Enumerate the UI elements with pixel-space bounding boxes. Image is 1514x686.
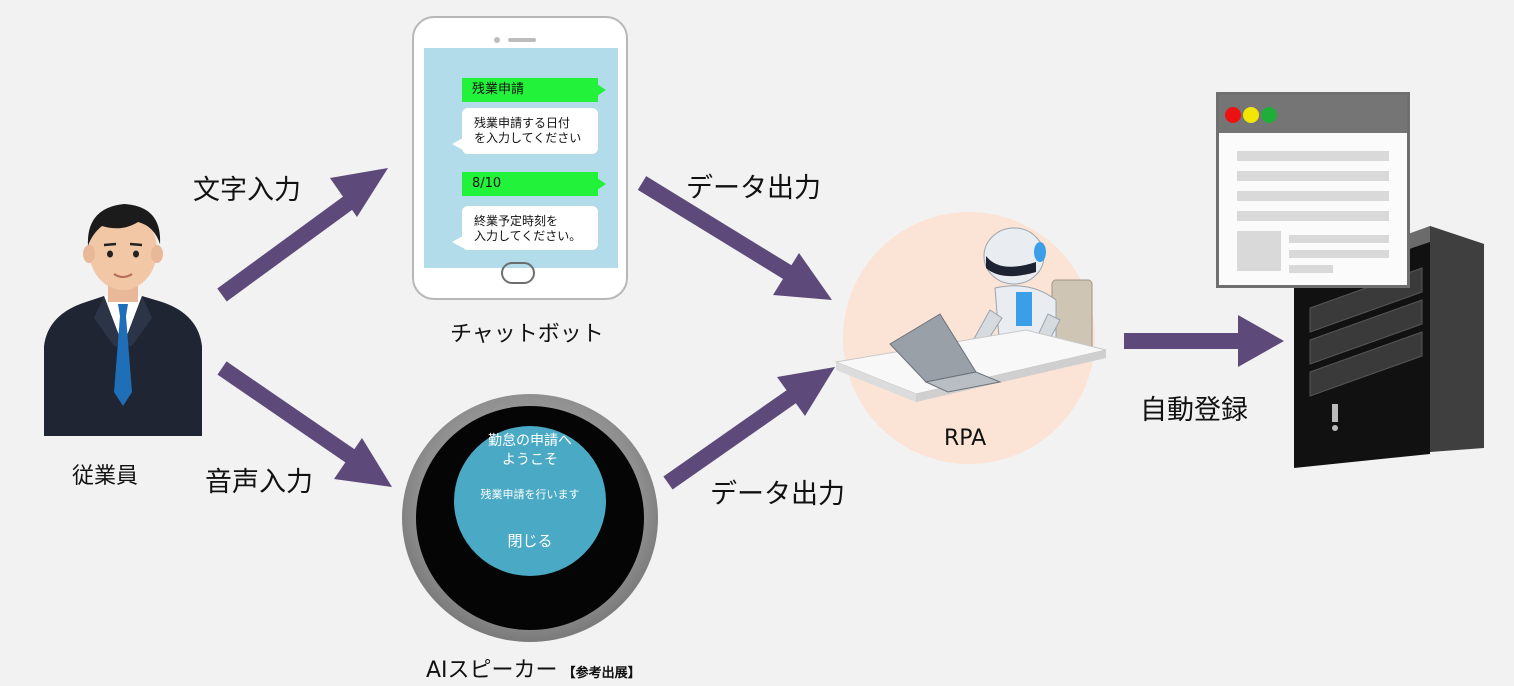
phone-speaker-icon [508, 38, 536, 42]
data-output-bottom-label: データ出力 [710, 479, 845, 510]
businessman-icon [42, 196, 204, 436]
window-line [1289, 265, 1333, 273]
employee-label: 従業員 [72, 464, 139, 489]
smart-speaker-icon: 勤怠の申請へ ようこそ 残業申請を行います 閉じる [402, 394, 658, 642]
window-line [1289, 250, 1389, 258]
camera-icon [494, 37, 500, 43]
smartphone-icon: 残業申請 残業申請する日付 を入力してください 8/10 終業予定時刻を 入力し… [412, 16, 628, 300]
window-line [1237, 191, 1389, 201]
window-line [1237, 151, 1389, 161]
browser-window-icon [1216, 92, 1410, 288]
speaker-welcome-line2: ようこそ [502, 452, 558, 468]
server-tower-icon [1216, 92, 1486, 472]
chat-message-bot-1-line1: 残業申請する日付 [474, 116, 571, 130]
chat-message-user-1: 残業申請 [462, 78, 606, 102]
speaker-message: 残業申請を行います [480, 488, 580, 501]
chat-message-bot-2: 終業予定時刻を 入力してください。 [452, 206, 598, 250]
robot-at-laptop-icon [830, 222, 1110, 422]
window-line [1237, 211, 1389, 221]
data-output-top-label: データ出力 [686, 173, 821, 204]
speaker-close-button[interactable]: 閉じる [507, 532, 553, 550]
speaker-welcome-line1: 勤怠の申請へ [488, 433, 572, 449]
speaker-screen: 勤怠の申請へ ようこそ 残業申請を行います 閉じる [454, 426, 606, 576]
ai-speaker-caption: AIスピーカー 【参考出展】 [426, 652, 641, 684]
chat-screen: 残業申請 残業申請する日付 を入力してください 8/10 終業予定時刻を 入力し… [424, 48, 618, 268]
speaker-welcome: 勤怠の申請へ ようこそ [454, 432, 606, 470]
chat-message-bot-1-line2: を入力してください [474, 131, 582, 145]
window-minimize-dot [1243, 107, 1259, 123]
chat-message-bot-2-line2: 入力してください。 [474, 229, 582, 243]
chat-message-user-2: 8/10 [462, 172, 606, 196]
chat-message-bot-2-line1: 終業予定時刻を [474, 214, 559, 228]
ai-speaker-note: 【参考出展】 [562, 666, 641, 681]
window-maximize-dot [1261, 107, 1277, 123]
window-image-block [1237, 231, 1281, 271]
rpa-label: RPA [944, 426, 987, 451]
window-close-dot [1225, 107, 1241, 123]
auto-register-label: 自動登録 [1140, 395, 1248, 426]
home-button-icon [501, 262, 535, 284]
voice-input-label: 音声入力 [205, 467, 313, 498]
chat-message-bot-1: 残業申請する日付 を入力してください [452, 108, 598, 154]
window-line [1237, 171, 1389, 181]
ai-speaker-label: AIスピーカー [426, 658, 558, 683]
window-line [1289, 235, 1389, 243]
text-input-label: 文字入力 [193, 175, 301, 206]
chatbot-label: チャットボット [450, 322, 604, 347]
